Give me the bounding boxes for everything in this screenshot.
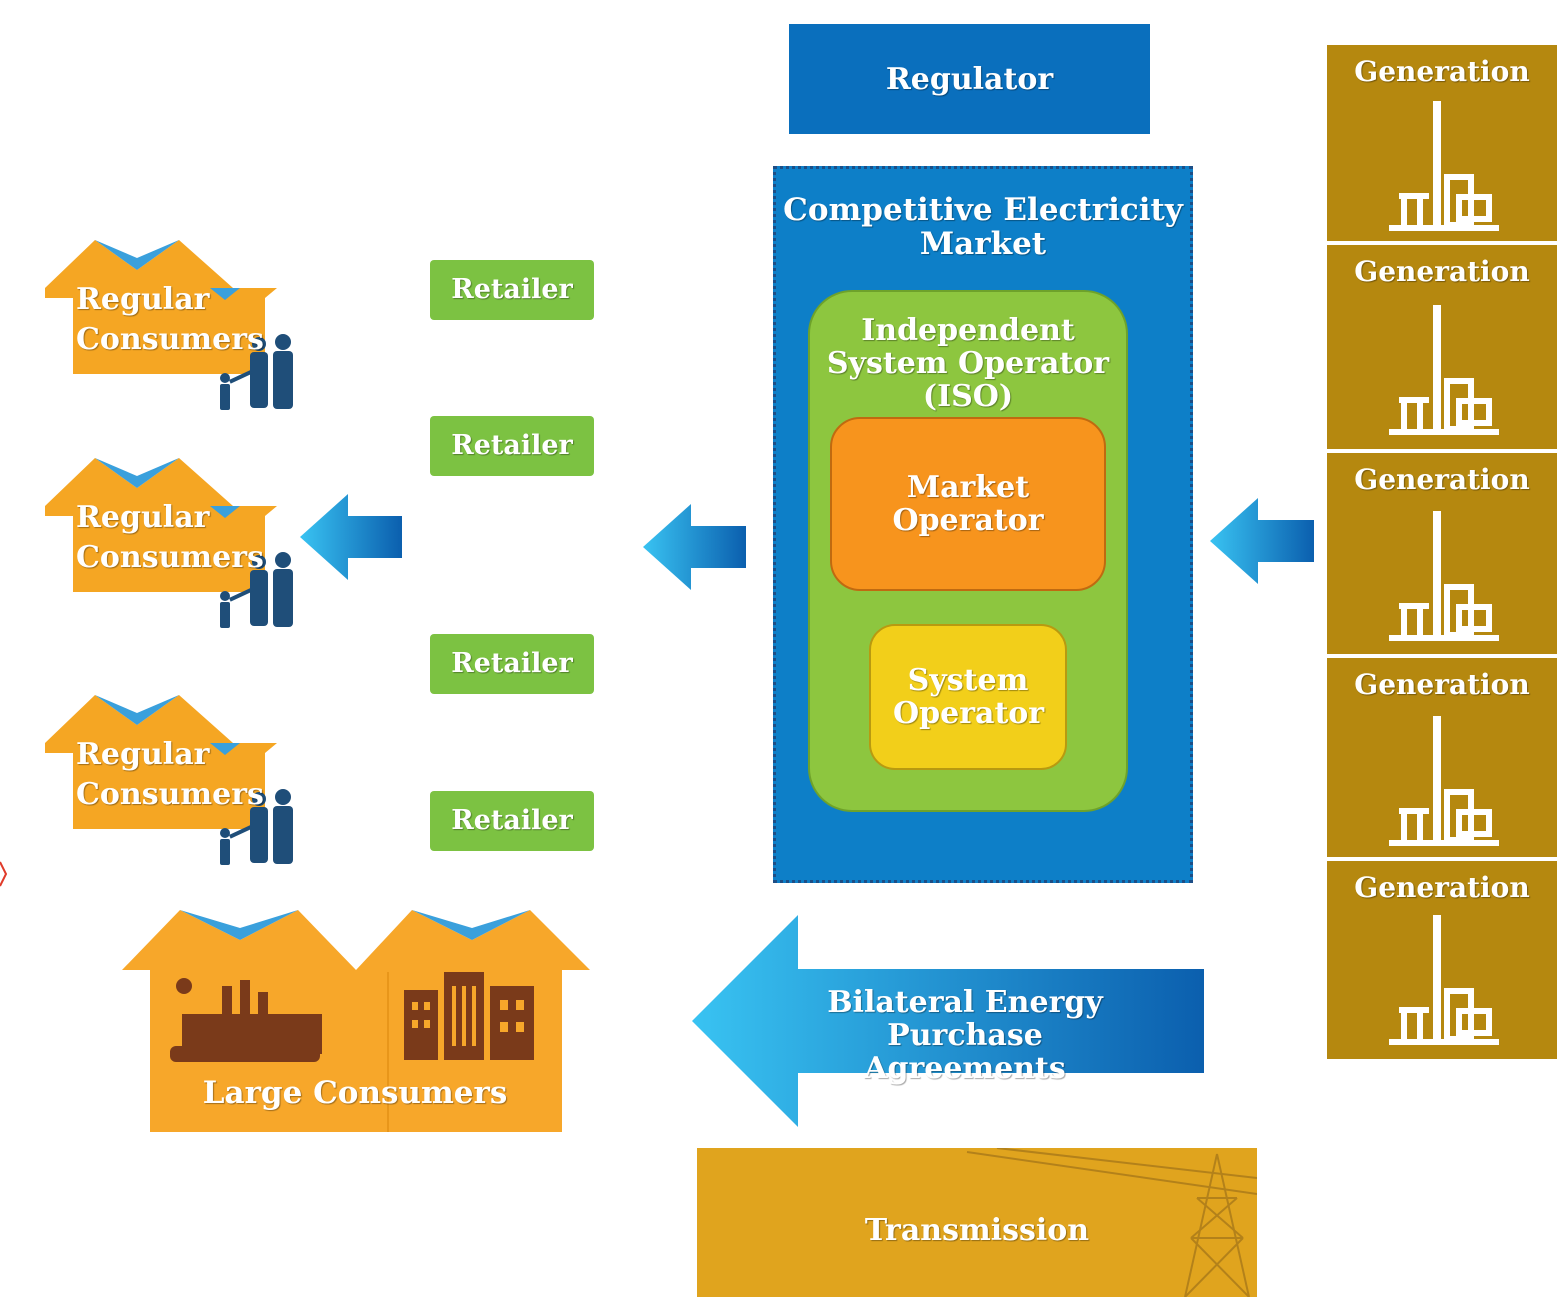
red-marker-icon [0, 861, 8, 887]
generation-box: Generation [1327, 453, 1557, 658]
system-operator-label: System Operator [893, 663, 1045, 731]
power-plant-icon [1389, 915, 1499, 1045]
regular-consumers-line1: Regular [76, 282, 210, 317]
power-plant-icon [1389, 305, 1499, 435]
regular-consumers-label: Regular Consumers [76, 735, 264, 815]
retailer-label: Retailer [451, 648, 573, 680]
bilateral-arrow-icon [692, 915, 1204, 1127]
house-icon [45, 240, 293, 410]
transmission-label: Transmission [864, 1213, 1090, 1248]
market-operator-label: Market Operator [892, 470, 1044, 538]
retailer-label: Retailer [451, 430, 573, 462]
large-consumers-label: Large Consumers [202, 1075, 508, 1111]
regulator-box: Regulator [789, 24, 1150, 134]
market-operator-box: Market Operator [830, 417, 1106, 591]
retailer-box: Retailer [430, 634, 594, 694]
regular-consumers-line1: Regular [76, 737, 210, 772]
left-arrow-icon [643, 504, 746, 590]
house-icon [45, 695, 293, 865]
regular-consumers-line2: Consumers [76, 539, 264, 575]
generation-box: Generation [1327, 861, 1557, 1059]
transmission-tower-icon [966, 1148, 1257, 1297]
regular-consumers-line2: Consumers [76, 776, 264, 812]
retailer-label: Retailer [451, 805, 573, 837]
power-plant-icon [1389, 101, 1499, 231]
retailer-box: Retailer [430, 416, 594, 476]
large-consumers-house-icon [122, 910, 590, 1132]
retailer-box: Retailer [430, 791, 594, 851]
bilateral-label: Bilateral Energy Purchase Agreements [827, 985, 1103, 1086]
iso-title: Independent System Operator (ISO) [826, 313, 1110, 414]
generation-label: Generation [1354, 255, 1530, 288]
retailer-label: Retailer [451, 274, 573, 306]
regular-consumers-label: Regular Consumers [76, 280, 264, 360]
power-plant-icon [1389, 511, 1499, 641]
generation-label: Generation [1354, 463, 1530, 496]
regular-consumers-label: Regular Consumers [76, 498, 264, 578]
generation-box: Generation [1327, 658, 1557, 861]
generation-box: Generation [1327, 245, 1557, 453]
power-plant-icon [1389, 716, 1499, 846]
regular-consumers-line2: Consumers [76, 321, 264, 357]
left-arrow-icon [300, 494, 402, 580]
generation-box: Generation [1327, 45, 1557, 245]
retailer-box: Retailer [430, 260, 594, 320]
regular-consumers-line1: Regular [76, 500, 210, 535]
system-operator-box: System Operator [869, 624, 1067, 770]
generation-label: Generation [1354, 668, 1530, 701]
house-icon [45, 458, 293, 628]
transmission-box: Transmission [697, 1148, 1257, 1297]
generation-label: Generation [1354, 871, 1530, 904]
regulator-label: Regulator [885, 61, 1054, 97]
generation-label: Generation [1354, 55, 1530, 88]
market-title: Competitive Electricity Market [783, 192, 1183, 263]
left-arrow-icon [1210, 498, 1314, 584]
